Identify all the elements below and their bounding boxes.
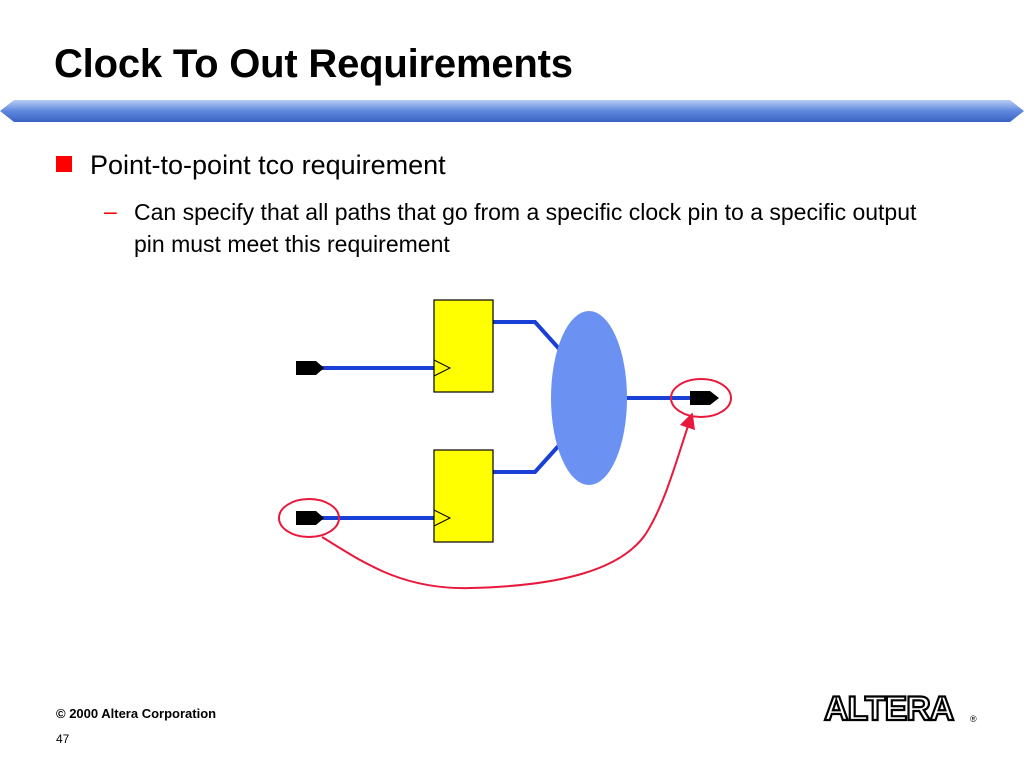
dash-bullet-icon: – <box>104 198 117 224</box>
wires <box>318 320 690 520</box>
output-pin-highlight-circle <box>670 378 732 418</box>
svg-text:®: ® <box>970 714 977 724</box>
clock-input-pin-icon <box>296 511 324 525</box>
bullet-text: Point-to-point tco requirement <box>90 150 446 180</box>
title-divider-bar <box>0 100 1024 122</box>
slide-title: Clock To Out Requirements <box>54 42 573 86</box>
clock-triangle-icon <box>433 509 452 527</box>
reg-top-output-wire <box>493 320 564 354</box>
combinational-logic-ellipse <box>551 311 627 485</box>
reg-bottom-output-wire <box>493 440 564 474</box>
register-top <box>433 299 494 393</box>
output-pin-icon <box>690 391 719 405</box>
clock-triangle-icon <box>433 359 452 377</box>
square-bullet-icon <box>56 156 72 172</box>
sub-bullet: – Can specify that all paths that go fro… <box>104 196 934 260</box>
bullet-point-to-point: Point-to-point tco requirement <box>56 150 446 180</box>
copyright-text: © 2000 Altera Corporation <box>56 706 217 721</box>
input-pin-top-icon <box>296 361 324 375</box>
tco-path-arrow <box>321 412 695 590</box>
page-number: 47 <box>56 732 70 746</box>
clock-pin-highlight-circle <box>278 498 340 538</box>
register-bottom <box>433 449 494 543</box>
sub-bullet-text: Can specify that all paths that go from … <box>134 199 917 257</box>
altera-logo: ALTERA ® <box>823 690 977 724</box>
svg-text:ALTERA: ALTERA <box>824 690 954 724</box>
